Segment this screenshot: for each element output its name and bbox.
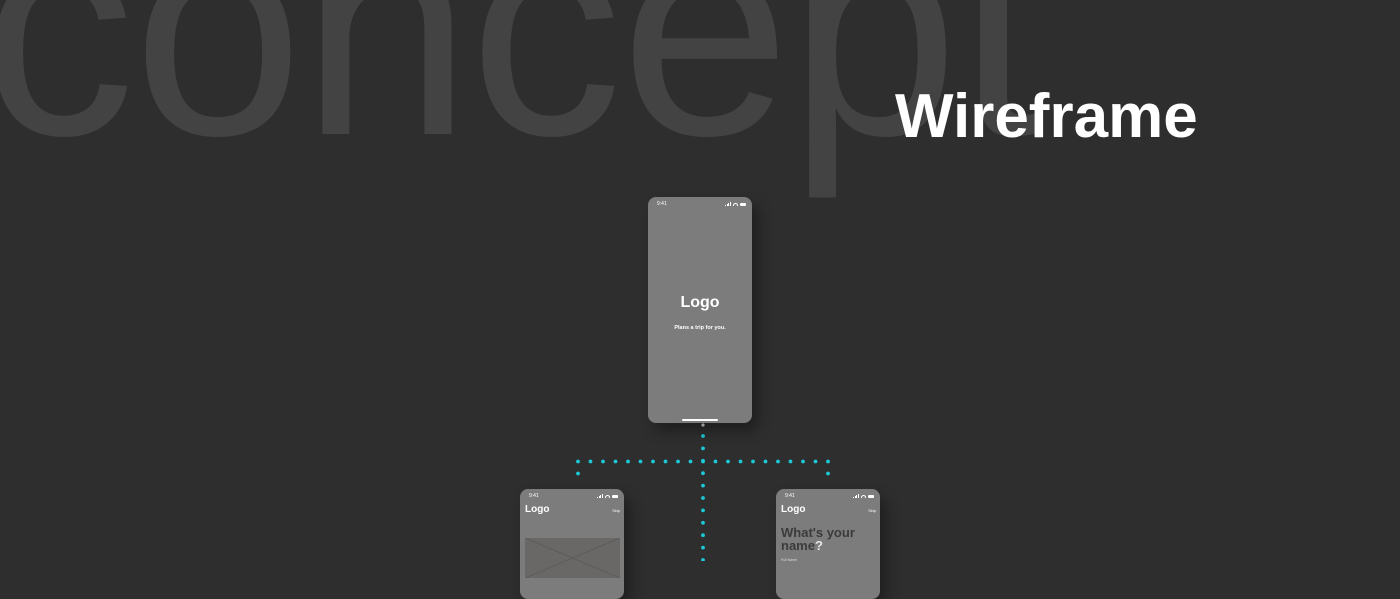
connector-dot bbox=[588, 459, 593, 464]
connector-dot bbox=[813, 459, 818, 464]
connector-dot bbox=[751, 459, 755, 464]
signal-icon bbox=[597, 494, 603, 498]
connector-dot bbox=[713, 459, 718, 464]
connector-dot bbox=[801, 459, 805, 464]
name-input-screen-wireframe[interactable]: 9:41 Logo Skip What's your name? Full Na… bbox=[776, 489, 880, 599]
connector-dot bbox=[776, 459, 780, 464]
question-text: What's your name bbox=[781, 525, 855, 553]
connector-dot bbox=[826, 459, 830, 464]
connector-dot bbox=[701, 496, 705, 500]
connector-dot bbox=[701, 533, 705, 538]
connector-dot bbox=[651, 459, 655, 464]
status-time: 9:41 bbox=[657, 201, 667, 207]
onboarding-screen-wireframe[interactable]: 9:41 Logo Skip bbox=[520, 489, 624, 599]
header-logo: Logo bbox=[781, 504, 806, 515]
connector-dot bbox=[701, 558, 705, 561]
connector-dot bbox=[701, 434, 705, 438]
splash-logo: Logo bbox=[680, 294, 720, 311]
home-indicator bbox=[682, 419, 718, 421]
name-question-heading: What's your name? bbox=[781, 526, 877, 552]
wifi-icon bbox=[733, 202, 738, 206]
wifi-icon bbox=[605, 494, 610, 498]
battery-icon bbox=[740, 202, 746, 206]
header-logo: Logo bbox=[525, 504, 550, 515]
connector-dot bbox=[601, 459, 605, 464]
flow-connectors bbox=[576, 423, 830, 561]
skip-link[interactable]: Skip bbox=[612, 508, 620, 513]
connector-dot bbox=[701, 545, 705, 550]
connector-dot bbox=[826, 471, 830, 476]
connector-dot bbox=[613, 459, 618, 464]
connector-dot bbox=[688, 459, 693, 464]
background-watermark-text: concept bbox=[0, 0, 1042, 199]
image-placeholder bbox=[524, 537, 621, 579]
connector-dot bbox=[576, 459, 580, 464]
battery-icon bbox=[612, 494, 618, 498]
connector-dot bbox=[638, 459, 643, 464]
wifi-icon bbox=[861, 494, 866, 498]
connector-dot bbox=[701, 508, 705, 513]
connector-dot bbox=[763, 459, 768, 464]
question-mark: ? bbox=[814, 538, 823, 553]
status-icons bbox=[597, 494, 618, 498]
battery-icon bbox=[868, 494, 874, 498]
connector-dot bbox=[701, 459, 705, 464]
connector-dot bbox=[726, 459, 730, 464]
status-time: 9:41 bbox=[785, 493, 795, 499]
skip-link[interactable]: Skip bbox=[868, 508, 876, 513]
splash-screen-wireframe[interactable]: 9:41 Logo Plans a trip for you. bbox=[648, 197, 752, 423]
status-icons bbox=[853, 494, 874, 498]
page-title: Wireframe bbox=[895, 82, 1198, 151]
connector-dot bbox=[701, 483, 705, 488]
status-icons bbox=[725, 202, 746, 206]
signal-icon bbox=[725, 202, 731, 206]
connector-dot bbox=[701, 471, 705, 476]
image-placeholder-cross-icon bbox=[524, 537, 621, 579]
connector-dot bbox=[701, 520, 705, 525]
connector-dot bbox=[788, 459, 793, 464]
connector-dot bbox=[738, 459, 743, 464]
full-name-label: Full Name bbox=[781, 558, 797, 562]
connector-dot bbox=[663, 459, 668, 464]
splash-tagline: Plans a trip for you. bbox=[674, 325, 726, 331]
status-time: 9:41 bbox=[529, 493, 539, 499]
connector-origin-dot bbox=[701, 423, 705, 427]
connector-dot bbox=[576, 471, 580, 476]
signal-icon bbox=[853, 494, 859, 498]
connector-dot bbox=[701, 446, 705, 451]
connector-dot bbox=[626, 459, 630, 464]
connector-dot bbox=[676, 459, 680, 464]
